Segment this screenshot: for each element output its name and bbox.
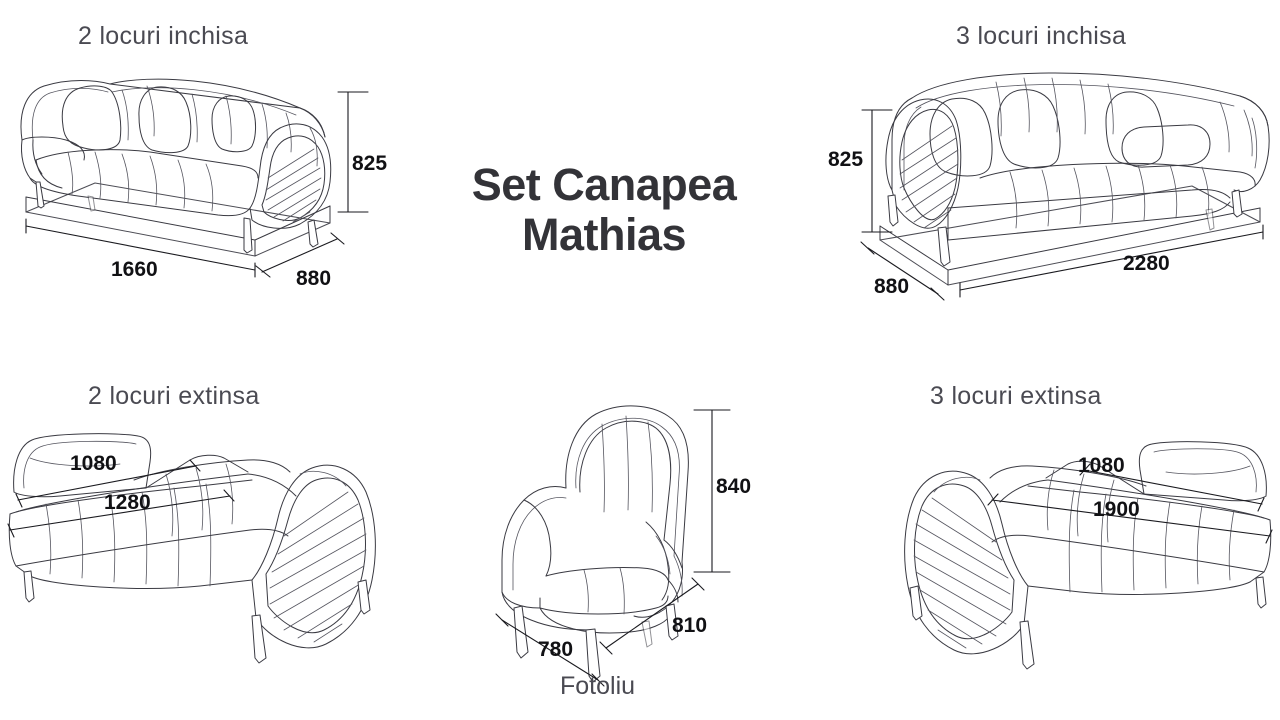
dimension-840-armchair: 840 [716, 475, 752, 498]
dimension-780-armchair: 780 [538, 638, 574, 661]
drawing-two-seat-closed [20, 78, 369, 278]
drawing-three-seat-closed [860, 72, 1270, 301]
panel-two-seat-extended: 2 locuri extinsa [0, 370, 420, 700]
drawing-three-seat-extended [904, 441, 1273, 670]
dimension-1660-two-seat-closed: 1660 [111, 258, 158, 281]
panel-caption-armchair: Fotoliu [560, 672, 636, 700]
dimension-880-three-seat-closed: 880 [874, 275, 910, 298]
dimension-2280-three-seat-closed: 2280 [1123, 252, 1170, 275]
panel-three-seat-closed: 3 locuri inchisa [820, 0, 1280, 320]
drawing-armchair [495, 405, 731, 687]
panel-title-two-seat-closed: 2 locuri inchisa [78, 22, 249, 50]
panel-title-three-seat-closed: 3 locuri inchisa [956, 22, 1127, 50]
panel-two-seat-closed: 2 locuri inchisa [0, 0, 420, 320]
panel-armchair: 840 810 780 Fotoliu [450, 380, 780, 710]
dimension-1080-three-seat-extended: 1080 [1078, 454, 1125, 477]
drawing-two-seat-extended [7, 433, 376, 664]
panel-title-two-seat-extended: 2 locuri extinsa [88, 382, 260, 410]
panel-title-three-seat-extended: 3 locuri extinsa [930, 382, 1102, 410]
dimension-825-two-seat-closed: 825 [352, 152, 388, 175]
dimension-825-three-seat-closed: 825 [828, 148, 864, 171]
panel-three-seat-extended: 3 locuri extinsa [810, 370, 1280, 700]
dimension-880-two-seat-closed: 880 [296, 267, 332, 290]
dimension-1280-two-seat-extended: 1280 [104, 491, 151, 514]
dimension-1900-three-seat-extended: 1900 [1093, 498, 1140, 521]
page-title: Set Canapea Mathias [471, 159, 737, 261]
dimension-1080-two-seat-extended: 1080 [70, 452, 117, 475]
dimension-810-armchair: 810 [672, 614, 708, 637]
